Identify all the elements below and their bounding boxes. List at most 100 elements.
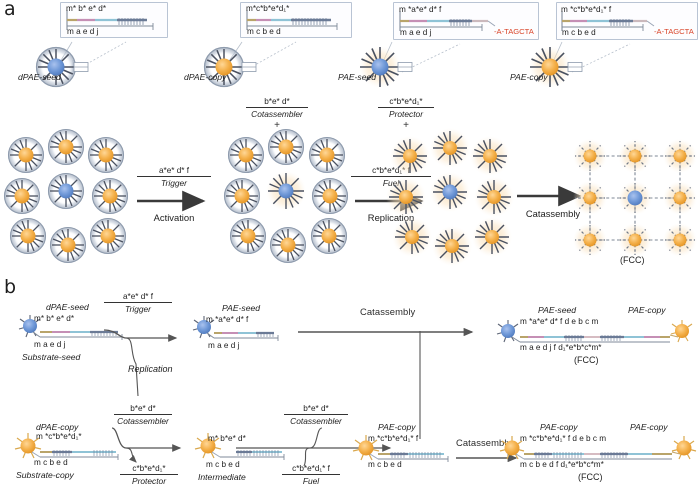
particle-small-copy-1 bbox=[14, 433, 42, 459]
dpae-ring-particle bbox=[311, 177, 349, 215]
label-dpae-copy: dPAE-copy bbox=[184, 72, 227, 82]
label-b-pae-seed: PAE-seed bbox=[222, 303, 261, 313]
b-domains-top-2: m *a*e* d* f bbox=[206, 315, 249, 324]
b-domains-bottom-2: m a e d j bbox=[208, 341, 240, 350]
cluster-activated-group bbox=[223, 128, 349, 264]
dpae-ring-particle bbox=[227, 136, 265, 174]
dpae-ring-particle bbox=[91, 177, 129, 215]
b-domains-bottom-1: m a e d j bbox=[34, 340, 66, 349]
arrow-b-catassembly-bottom bbox=[456, 453, 518, 463]
pae-star-particle bbox=[470, 136, 510, 176]
pae-star-particle bbox=[432, 226, 472, 266]
reaction-name-replication: Replication bbox=[367, 212, 415, 223]
dpae-ring-particle bbox=[267, 128, 305, 166]
reagent-cotassembler: b*e* d* Cotassembler + bbox=[232, 97, 322, 131]
plus-sign-1: + bbox=[274, 120, 280, 131]
cluster-dpae-seed-group bbox=[3, 128, 129, 264]
cluster-pae-group bbox=[386, 128, 514, 266]
b-domains-bottom-5: m c b e d bbox=[368, 460, 402, 469]
reagent-protector: c*b*e*d₁* Protector + bbox=[358, 97, 454, 131]
particle-small-seed-2 bbox=[192, 316, 215, 339]
dpae-ring-particle bbox=[269, 226, 307, 264]
pae-star-particle bbox=[386, 177, 426, 217]
fcc-node bbox=[663, 139, 697, 173]
b-domains-top-5: m *c*b*e*d₁* f bbox=[368, 434, 419, 443]
particle-small-copy-5 bbox=[671, 436, 697, 460]
construct-b-product-top bbox=[496, 320, 693, 343]
schematic-pae-seed bbox=[359, 41, 461, 88]
construct-b-dpae-copy bbox=[14, 433, 119, 460]
label-b-catassembly-top: Catassembly bbox=[360, 306, 416, 317]
cotassembler-bottom: Cotassembler bbox=[251, 109, 303, 119]
branched-arrow-replication bbox=[103, 329, 178, 397]
particle-small-copy-3 bbox=[352, 435, 380, 461]
pae-star-particle bbox=[472, 217, 512, 257]
label-pae-seed: PAE-seed bbox=[338, 72, 377, 82]
label-product-left-b: PAE-copy bbox=[540, 422, 578, 432]
domains-bottom-4: m c b e d bbox=[562, 28, 596, 37]
fcc-node bbox=[618, 223, 652, 257]
fcc-node bbox=[573, 223, 607, 257]
pae-seed-center bbox=[430, 172, 470, 212]
construct-b-product-bottom bbox=[499, 436, 697, 460]
pae-star-particle bbox=[390, 136, 430, 176]
particle-pae-seed bbox=[359, 46, 413, 88]
b-product-bottom-domains-a: m a e d j f d₁*e*b*c*m* bbox=[520, 343, 602, 352]
reaction-reagent-bottom: Trigger bbox=[161, 178, 187, 188]
fcc-label-b-top: (FCC) bbox=[574, 355, 599, 365]
label-replication-branch: Replication bbox=[128, 364, 173, 374]
b-protector-bottom: Protector bbox=[132, 476, 166, 486]
dpae-ring-particle bbox=[9, 217, 47, 255]
dpae-ring-particle bbox=[229, 217, 267, 255]
b-reagent-protector: c*b*e*d₁* Protector bbox=[104, 464, 194, 486]
b-cot2-top: b*e* d* bbox=[303, 404, 329, 413]
overhang-sequence-3: -A-TAGCTA bbox=[494, 27, 534, 36]
replication-reagent-bottom: Fuel bbox=[382, 178, 400, 188]
domains-top-3: m *a*e* d* f bbox=[399, 5, 442, 14]
callout-dpae-copy: m*c*b*e*d₁* m c b e d bbox=[240, 2, 352, 38]
callout-pae-copy: m *c*b*e*d₁* f m c b e d -A-TAGCTA bbox=[556, 2, 698, 40]
domains-top-2: m*c*b*e*d₁* bbox=[246, 4, 290, 13]
duplex-dpae-seed bbox=[66, 10, 154, 30]
dpae-ring-particle bbox=[3, 177, 41, 215]
pae-star-particle bbox=[474, 177, 514, 217]
particle-dpae-copy bbox=[203, 46, 257, 88]
label-dpae-seed: dPAE-seed bbox=[18, 72, 61, 82]
dpae-ring-particle bbox=[49, 226, 87, 264]
schematic-dpae-copy bbox=[203, 41, 297, 88]
particle-pae-copy bbox=[529, 46, 583, 88]
arrow-b-catassembly-top bbox=[298, 327, 474, 337]
pae-seed-center-activated bbox=[266, 171, 306, 211]
b-domains-bottom-4: m c b e d bbox=[206, 460, 240, 469]
cotassembler-top: b*e* d* bbox=[264, 97, 290, 106]
dpae-ring-particle bbox=[87, 136, 125, 174]
b-reaction-cotassembler-1: b*e* d* Cotassembler bbox=[98, 404, 188, 426]
branched-arrow-protector bbox=[111, 427, 182, 463]
particle-small-copy-4 bbox=[499, 436, 525, 460]
callout-dpae-seed: m* b* e* d* m a e d j bbox=[60, 2, 168, 38]
fcc-node bbox=[663, 223, 697, 257]
fcc-lattice bbox=[573, 139, 697, 257]
fcc-node bbox=[573, 181, 607, 215]
panel-a-letter: a bbox=[4, 0, 16, 20]
label-pae-copy: PAE-copy bbox=[510, 72, 548, 82]
dpae-ring-particle bbox=[89, 217, 127, 255]
b-product-top-domains-a: m *a*e* d* f d e b c m bbox=[520, 317, 599, 326]
duplex-dpae-copy bbox=[246, 10, 338, 30]
reaction-name-activation: Activation bbox=[153, 212, 195, 223]
dpae-ring-particle bbox=[47, 128, 85, 166]
label-b-dpae-copy: dPAE-copy bbox=[36, 422, 79, 432]
label-b-catassembly-bottom: Catassembly bbox=[456, 437, 512, 448]
dpae-ring-particle bbox=[7, 136, 45, 174]
replication-reagent-top: c*b*e*d₁* f bbox=[372, 166, 410, 175]
label-b-pae-copy: PAE-copy bbox=[378, 422, 416, 432]
label-product-right-a: PAE-copy bbox=[628, 305, 666, 315]
construct-b-pae-seed bbox=[192, 316, 279, 341]
label-substrate-seed: Substrate-seed bbox=[22, 352, 81, 362]
b-domains-top-3: m *c*b*e*d₁* bbox=[36, 432, 82, 441]
b-reaction-trigger: a*e* d* f Trigger bbox=[96, 292, 180, 314]
pae-star-particle bbox=[430, 128, 470, 168]
domains-bottom-2: m c b e d bbox=[247, 27, 281, 36]
dpae-ring-particle bbox=[223, 177, 261, 215]
